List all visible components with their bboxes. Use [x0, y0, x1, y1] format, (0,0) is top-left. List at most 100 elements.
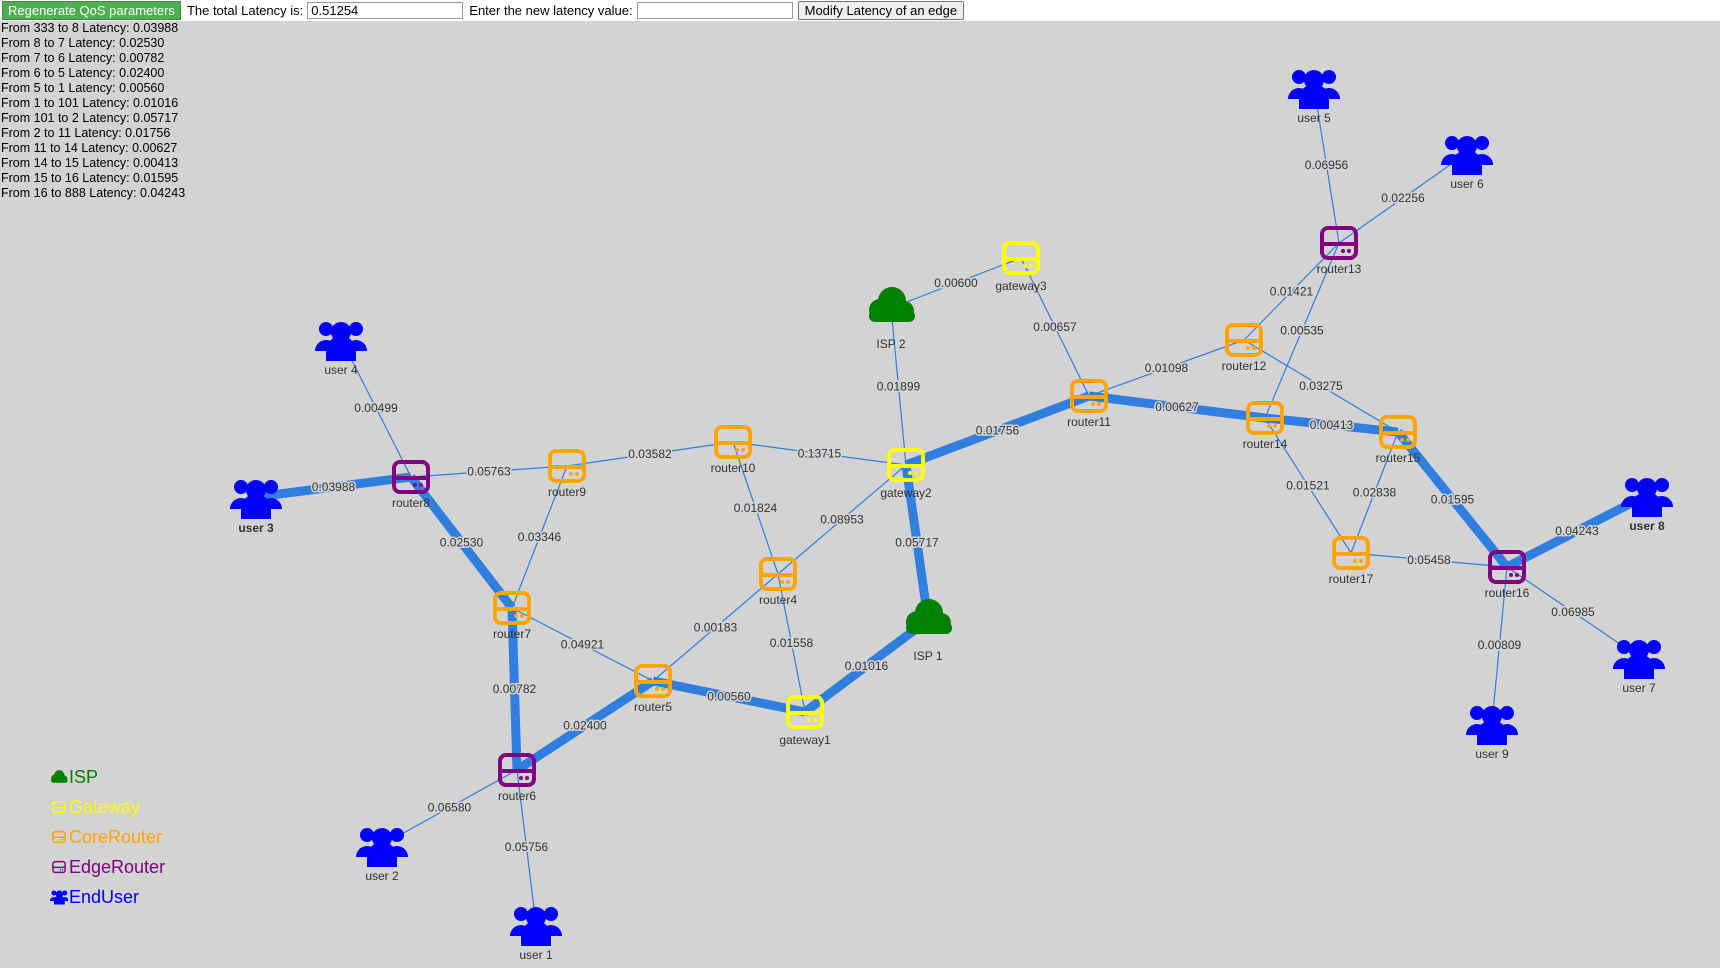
edge-isp2-gateway3[interactable] [890, 257, 1022, 309]
node-router16[interactable]: router16 [1485, 550, 1530, 600]
hdd-icon [1379, 415, 1417, 449]
edge-router16-user7[interactable] [1506, 566, 1640, 658]
log-line: From 6 to 5 Latency: 0.02400 [1, 66, 165, 80]
hdd-icon [392, 460, 430, 494]
edge-latency-label: 0.00183 [694, 621, 738, 635]
node-user3[interactable]: user 3 [230, 480, 282, 535]
edge-router16-user9[interactable] [1491, 566, 1508, 724]
edge-router17-router15[interactable] [1350, 431, 1399, 554]
regenerate-qos-button[interactable]: Regenerate QoS parameters [2, 1, 181, 20]
modify-latency-button[interactable]: Modify Latency of an edge [797, 1, 965, 20]
edge-router11-router12[interactable] [1088, 339, 1245, 397]
node-router12[interactable]: router12 [1222, 323, 1267, 373]
edge-router14-router17[interactable] [1264, 417, 1352, 554]
edge-router6-user1[interactable] [516, 769, 537, 925]
node-router4[interactable]: router4 [759, 557, 797, 607]
node-gateway3[interactable]: gateway3 [995, 241, 1047, 293]
node-router7[interactable]: router7 [493, 591, 531, 641]
node-user4[interactable]: user 4 [315, 322, 367, 377]
edge-router13-router14[interactable] [1264, 242, 1340, 419]
edge-router8-router9[interactable] [410, 465, 568, 478]
node-router9[interactable]: router9 [548, 449, 586, 499]
node-router11[interactable]: router11 [1067, 379, 1111, 429]
node-user7[interactable]: user 7 [1613, 640, 1665, 695]
node-label: gateway2 [880, 486, 932, 500]
edge-latency-label: 0.01756 [976, 424, 1020, 438]
edge-gateway1-isp1[interactable] [802, 616, 931, 716]
edge-user3-router8[interactable] [255, 472, 412, 502]
legend-label: EdgeRouter [69, 857, 166, 877]
legend-item-isp: ISP [50, 762, 165, 792]
edge-latency-label: 0.03988 [312, 480, 356, 494]
edge-latency-label: 0.00809 [1478, 638, 1522, 652]
edge-router7-router6[interactable] [507, 607, 522, 771]
node-user2[interactable]: user 2 [356, 828, 408, 883]
node-user9[interactable]: user 9 [1466, 706, 1518, 761]
edge-router6-user2[interactable] [381, 769, 518, 846]
node-label: router6 [498, 789, 536, 803]
node-user8[interactable]: user 8 [1621, 478, 1673, 533]
edge-latency-label: 0.02838 [1353, 486, 1397, 500]
edge-router6-router5[interactable] [514, 677, 656, 774]
edge-user4-router8[interactable] [340, 338, 412, 478]
edge-isp2-gateway2[interactable] [890, 307, 907, 466]
node-gateway2[interactable]: gateway2 [880, 448, 932, 500]
edge-router4-router5[interactable] [652, 573, 779, 682]
node-router14[interactable]: router14 [1243, 401, 1288, 451]
hdd-icon [634, 664, 672, 698]
edge-latency-label: 0.05717 [895, 536, 939, 550]
legend-item-edge: EdgeRouter [50, 852, 165, 882]
edge-router17-router16[interactable] [1350, 552, 1508, 568]
node-label: router16 [1485, 586, 1530, 600]
node-isp1[interactable]: ISP 1 [906, 599, 952, 663]
node-router8[interactable]: router8 [392, 460, 430, 510]
edge-gateway2-router11[interactable] [904, 391, 1091, 470]
legend-label: CoreRouter [69, 827, 163, 847]
node-router13[interactable]: router13 [1317, 226, 1362, 276]
edge-latency-label: 0.02530 [440, 536, 484, 550]
edge-router9-router10[interactable] [566, 441, 734, 467]
edge-router13-user5[interactable] [1313, 86, 1340, 244]
new-latency-label: Enter the new latency value: [469, 3, 633, 18]
legend-label: ISP [69, 767, 99, 787]
node-router15[interactable]: router15 [1376, 415, 1421, 465]
edge-isp1-gateway2[interactable] [901, 464, 933, 621]
node-user1[interactable]: user 1 [510, 907, 562, 962]
edge-router10-gateway2[interactable] [732, 441, 907, 466]
edge-router10-router4[interactable] [732, 441, 779, 575]
edges-layer [255, 86, 1650, 925]
node-label: user 8 [1629, 519, 1665, 533]
edge-router14-router15[interactable] [1264, 413, 1399, 437]
edge-router5-gateway1[interactable] [652, 676, 806, 717]
edge-router12-router15[interactable] [1243, 339, 1399, 433]
edge-router9-router7[interactable] [511, 465, 568, 609]
new-latency-input[interactable] [636, 2, 793, 19]
node-user5[interactable]: user 5 [1288, 70, 1340, 125]
log-line: From 5 to 1 Latency: 0.00560 [1, 81, 165, 95]
node-gateway1[interactable]: gateway1 [779, 695, 831, 747]
edge-router15-router16[interactable] [1394, 429, 1511, 570]
node-router17[interactable]: router17 [1329, 536, 1374, 586]
edge-router4-gateway1[interactable] [777, 573, 806, 713]
node-label: user 2 [365, 869, 399, 883]
edge-router7-router5[interactable] [511, 607, 654, 682]
edge-latency-label: 0.00627 [1155, 400, 1199, 414]
edge-router12-router13[interactable] [1243, 242, 1340, 341]
edge-router11-router14[interactable] [1088, 391, 1266, 423]
log-line: From 8 to 7 Latency: 0.02530 [1, 36, 165, 50]
node-router10[interactable]: router10 [711, 425, 756, 475]
edge-router8-router7[interactable] [407, 474, 516, 611]
total-latency-field[interactable] [307, 2, 464, 19]
users-icon [1288, 70, 1340, 109]
node-isp2[interactable]: ISP 2 [869, 287, 915, 351]
edge-gateway3-router11[interactable] [1020, 257, 1090, 397]
edge-router13-user6[interactable] [1338, 152, 1468, 244]
users-icon [1613, 640, 1665, 679]
node-user6[interactable]: user 6 [1441, 136, 1493, 191]
edge-router4-gateway2[interactable] [777, 464, 907, 575]
edge-latency-label: 0.05763 [467, 465, 511, 479]
node-router6[interactable]: router6 [498, 753, 536, 803]
node-label: user 4 [324, 363, 358, 377]
node-router5[interactable]: router5 [634, 664, 672, 714]
